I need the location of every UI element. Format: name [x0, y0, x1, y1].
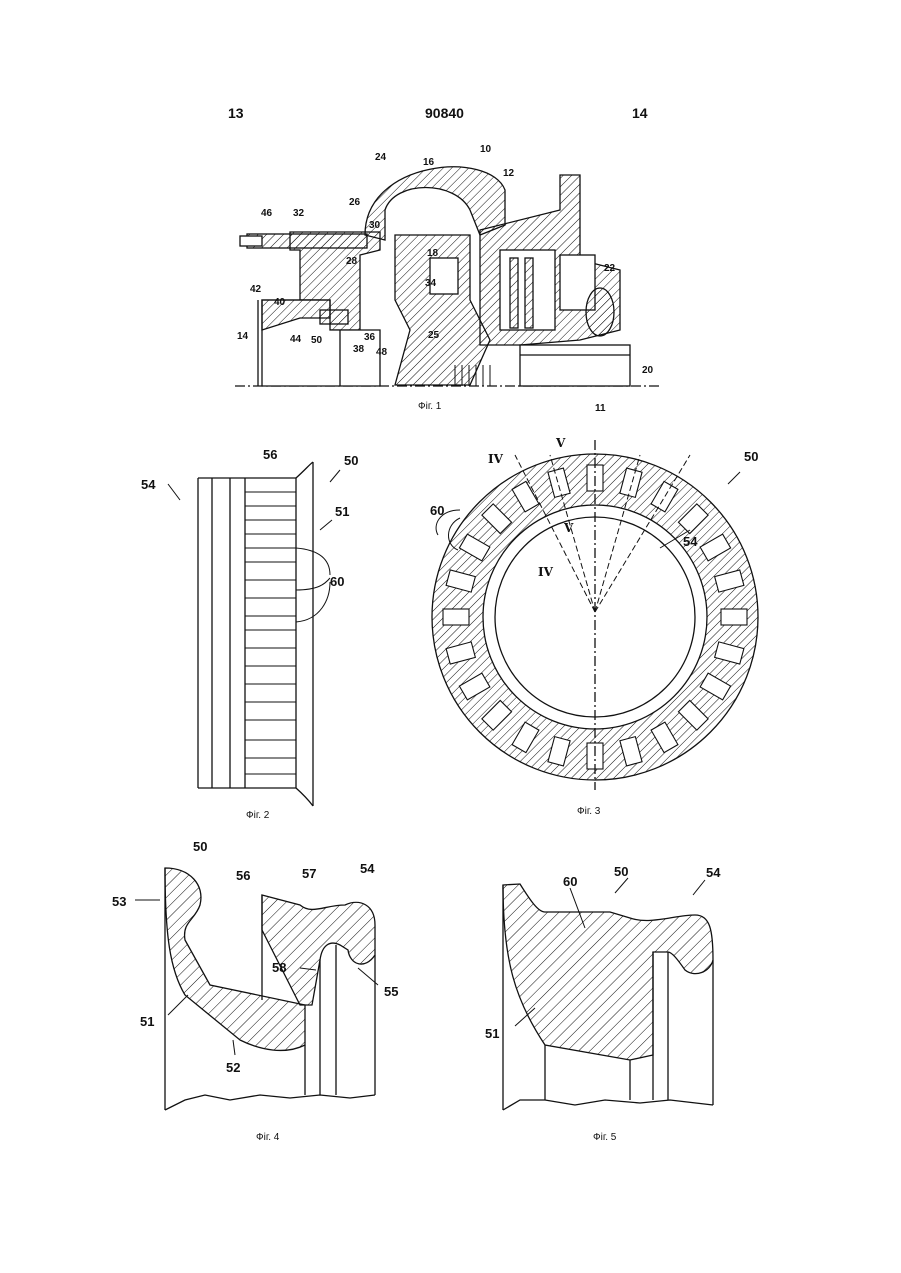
- svg-text:50: 50: [344, 453, 358, 468]
- fig3-ring-view: [432, 440, 758, 790]
- svg-text:54: 54: [141, 477, 156, 492]
- svg-text:14: 14: [237, 331, 249, 342]
- svg-text:51: 51: [335, 504, 349, 519]
- svg-text:34: 34: [425, 278, 437, 289]
- svg-text:12: 12: [503, 168, 515, 179]
- svg-text:50: 50: [311, 335, 323, 346]
- svg-text:51: 51: [485, 1026, 499, 1041]
- fig1-caption: Фіг. 1: [418, 401, 442, 412]
- svg-text:24: 24: [375, 152, 387, 163]
- svg-text:60: 60: [430, 503, 444, 518]
- svg-text:50: 50: [744, 449, 758, 464]
- svg-text:18: 18: [427, 248, 439, 259]
- fig2-labels: 56 50 54 51 60 Фіг. 2: [141, 447, 358, 821]
- fig2-caption: Фіг. 2: [246, 810, 270, 821]
- svg-text:60: 60: [563, 874, 577, 889]
- svg-text:IV: IV: [488, 452, 504, 466]
- svg-text:30: 30: [369, 220, 381, 231]
- svg-text:32: 32: [293, 208, 305, 219]
- svg-text:50: 50: [614, 864, 628, 879]
- fig4-caption: Фіг. 4: [256, 1132, 280, 1143]
- svg-text:16: 16: [423, 157, 435, 168]
- svg-text:40: 40: [274, 297, 286, 308]
- svg-text:56: 56: [236, 868, 250, 883]
- svg-text:52: 52: [226, 1060, 240, 1075]
- svg-text:26: 26: [349, 197, 361, 208]
- svg-text:V: V: [555, 436, 566, 450]
- svg-text:IV: IV: [538, 565, 554, 579]
- svg-text:54: 54: [683, 534, 698, 549]
- ring-slot: [443, 609, 469, 625]
- svg-text:48: 48: [376, 347, 388, 358]
- fig1-assembly: [235, 167, 660, 386]
- svg-text:42: 42: [250, 284, 262, 295]
- fig5-section: [503, 878, 713, 1110]
- svg-text:22: 22: [604, 263, 616, 274]
- svg-text:56: 56: [263, 447, 277, 462]
- fig2-side-view: [168, 462, 340, 806]
- fig5-caption: Фіг. 5: [593, 1132, 617, 1143]
- svg-text:60: 60: [330, 574, 344, 589]
- svg-text:28: 28: [346, 256, 358, 267]
- svg-text:58: 58: [272, 960, 286, 975]
- svg-text:V: V: [563, 521, 574, 535]
- svg-text:53: 53: [112, 894, 126, 909]
- svg-text:57: 57: [302, 866, 316, 881]
- svg-text:36: 36: [364, 332, 376, 343]
- svg-text:25: 25: [428, 330, 440, 341]
- fig4-section: [135, 868, 378, 1110]
- svg-text:38: 38: [353, 344, 365, 355]
- ring-slot: [721, 609, 747, 625]
- svg-text:54: 54: [360, 861, 375, 876]
- svg-text:54: 54: [706, 865, 721, 880]
- svg-text:51: 51: [140, 1014, 154, 1029]
- svg-text:50: 50: [193, 839, 207, 854]
- svg-text:10: 10: [480, 144, 492, 155]
- svg-text:55: 55: [384, 984, 398, 999]
- svg-text:11: 11: [595, 403, 606, 414]
- fig3-caption: Фіг. 3: [577, 806, 601, 817]
- svg-text:44: 44: [290, 334, 302, 345]
- svg-text:46: 46: [261, 208, 273, 219]
- svg-text:20: 20: [642, 365, 654, 376]
